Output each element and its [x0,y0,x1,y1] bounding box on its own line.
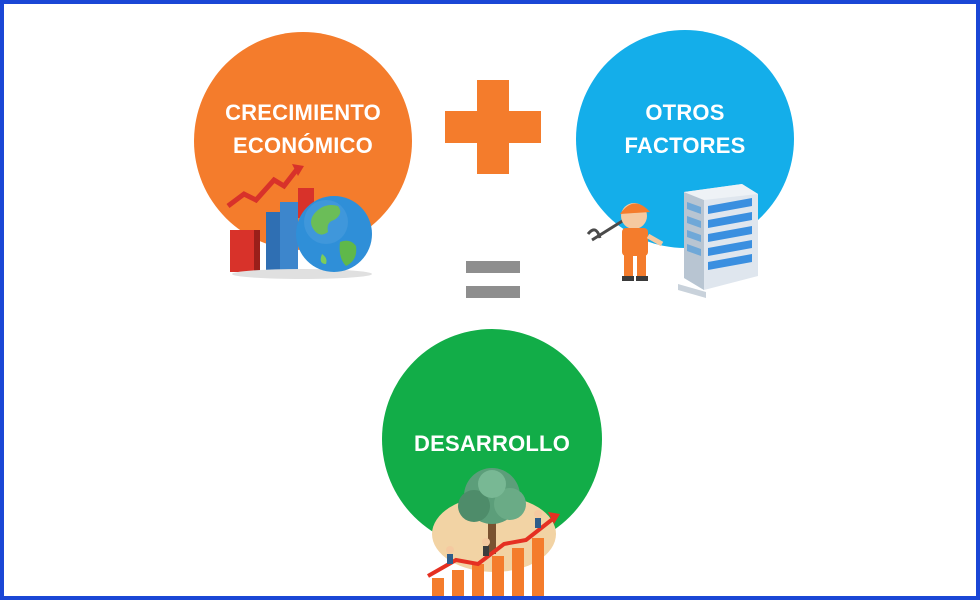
crecimiento-label: CRECIMIENTO ECONÓMICO [194,96,412,162]
desarrollo-label: DESARROLLO [382,427,602,460]
worker-building-icon [586,184,758,298]
otros-factores-label-line1: OTROS [645,100,725,125]
plus-icon-vertical [477,80,509,174]
crecimiento-label-line1: CRECIMIENTO [225,100,381,125]
desarrollo-label-line1: DESARROLLO [414,431,570,456]
equals-icon [466,261,520,273]
otros-factores-label-line2: FACTORES [624,133,746,158]
people-climbing-growth-icon [427,468,560,596]
growth-chart-globe-icon [226,164,372,279]
otros-factores-label: OTROS FACTORES [576,96,794,162]
equals-icon-lower-bar [466,286,520,298]
crecimiento-label-line2: ECONÓMICO [233,133,373,158]
